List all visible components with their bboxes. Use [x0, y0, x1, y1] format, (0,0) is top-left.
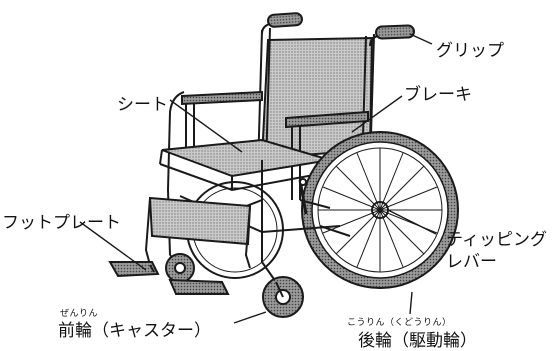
backrest [257, 27, 375, 171]
label-rear-wheel: 後輪（駆動輪） [358, 331, 477, 351]
label-tipping-lever-line1: ティッピング [446, 230, 547, 250]
label-tipping-lever-line2: レバー [446, 252, 497, 272]
leader-lines [79, 33, 437, 324]
ruby-front-wheel: ぜんりん [60, 309, 99, 319]
near-rear-wheel [301, 131, 459, 289]
leg-rest-and-footplates [108, 196, 252, 295]
label-seat: シート [117, 95, 168, 115]
label-brake: ブレーキ [404, 85, 472, 105]
grip-handles [261, 12, 415, 47]
ruby-rear-wheel: こうりん（くどうりん） [347, 318, 452, 328]
label-front-wheel: 前輪（キャスター） [58, 321, 211, 341]
front-casters [165, 253, 304, 318]
label-grip: グリップ [436, 41, 504, 61]
label-footplate: フットプレート [2, 213, 121, 233]
